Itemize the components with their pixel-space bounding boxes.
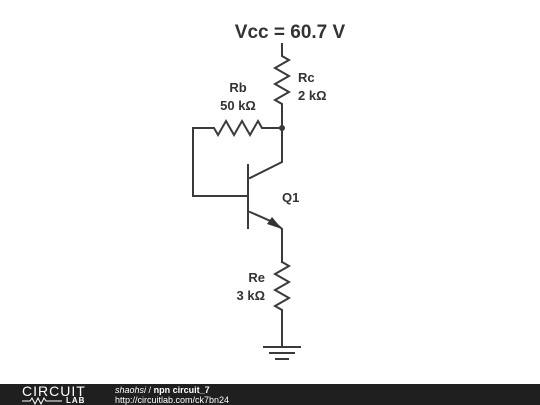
logo-lab-text: LAB xyxy=(66,396,86,405)
rc-resistor xyxy=(272,43,292,129)
emitter-arrow-icon xyxy=(267,217,282,229)
footer-bar: CIRCUIT LAB shaohsi / npn circuit_7 http… xyxy=(0,384,540,405)
circuitlab-logo[interactable]: CIRCUIT LAB xyxy=(22,384,100,405)
transistor-label: Q1 xyxy=(282,190,299,205)
ground-icon xyxy=(263,346,301,360)
circuit-byline: shaohsi / npn circuit_7 xyxy=(115,385,229,395)
rc-value-label: 2 kΩ xyxy=(298,88,327,103)
rc-name-label: Rc xyxy=(298,70,315,85)
circuit-url-link[interactable]: http://circuitlab.com/ck7bn24 xyxy=(115,395,230,405)
rb-value-label: 50 kΩ xyxy=(220,98,256,113)
vcc-label: Vcc = 60.7 V xyxy=(235,22,346,43)
circuit-title: npn circuit_7 xyxy=(153,385,210,395)
re-value-label: 3 kΩ xyxy=(237,288,266,303)
circuit-schematic: Vcc = 60.7 V Rc 2 kΩ Rb 50 kΩ Q1 Re 3 kΩ xyxy=(192,22,346,360)
circuit-meta: shaohsi / npn circuit_7 http://circuitla… xyxy=(115,385,229,405)
byline-separator: / xyxy=(148,385,152,395)
base-feedback-wire xyxy=(192,127,249,197)
logo-circuit-text: CIRCUIT xyxy=(22,383,86,399)
collector-wire xyxy=(248,127,283,180)
re-name-label: Re xyxy=(248,270,265,285)
re-resistor xyxy=(272,260,292,347)
emitter-wire xyxy=(248,210,283,263)
rb-resistor xyxy=(192,118,283,138)
rb-name-label: Rb xyxy=(229,80,246,95)
author-link[interactable]: shaohsi xyxy=(115,385,147,395)
logo-resistor-icon xyxy=(22,397,62,405)
